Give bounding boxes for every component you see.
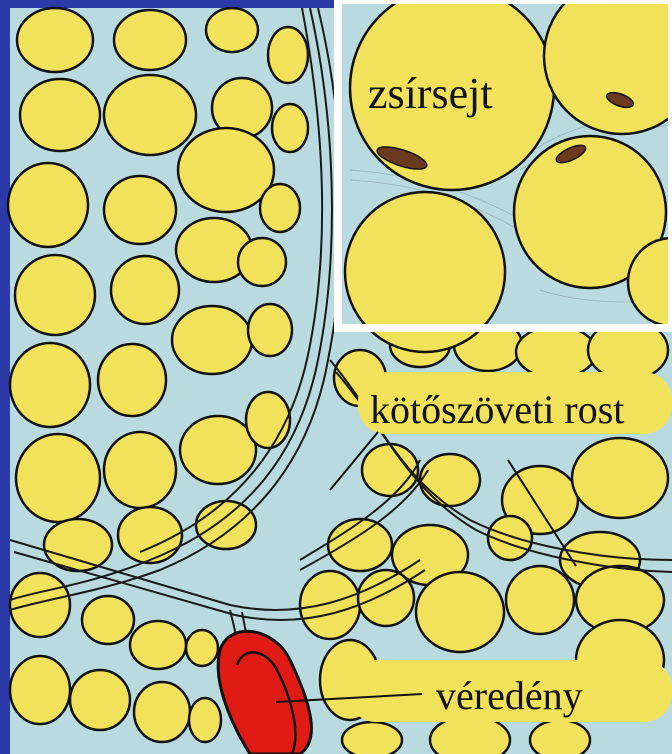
- fat-cell: [10, 343, 90, 427]
- fat-cell: [20, 79, 100, 151]
- fat-cell: [272, 104, 308, 152]
- fat-cell: [134, 682, 190, 742]
- fat-cell: [416, 572, 504, 652]
- fat-cell-label: zsírsejt: [368, 72, 493, 116]
- fat-cell: [118, 507, 182, 563]
- fat-cell: [328, 519, 392, 571]
- fat-cell: [186, 630, 218, 666]
- fat-cell: [516, 326, 596, 378]
- fat-cell: [104, 432, 176, 508]
- fat-cell: [530, 720, 590, 754]
- fat-cell: [15, 255, 95, 335]
- fat-cell: [130, 621, 186, 669]
- fat-cell: [70, 670, 130, 730]
- fat-cell: [172, 306, 252, 374]
- fat-cell: [8, 163, 88, 247]
- fat-cell: [342, 722, 402, 754]
- fat-cell: [178, 128, 274, 212]
- fat-cell: [268, 27, 308, 83]
- fat-cell: [196, 501, 256, 549]
- fat-cell: [104, 75, 196, 155]
- fat-cell: [358, 570, 414, 626]
- fat-cell: [10, 656, 70, 724]
- fat-cell: [189, 698, 221, 742]
- fat-cell: [17, 8, 93, 72]
- fat-cell: [82, 596, 134, 644]
- fat-cell: [104, 176, 176, 244]
- fat-cell: [206, 8, 258, 52]
- fat-cell: [246, 392, 290, 448]
- blood-vessel-label: véredény: [436, 676, 583, 716]
- fat-cell: [300, 571, 360, 639]
- fat-cell: [111, 256, 179, 324]
- fat-cell: [420, 454, 480, 506]
- fat-cell: [98, 344, 166, 416]
- inset-panel: [338, 0, 672, 352]
- fat-cell: [248, 304, 292, 356]
- fat-cell: [260, 184, 300, 232]
- fat-cell: [16, 434, 100, 522]
- fat-cell: [572, 438, 668, 518]
- connective-fiber-label: kötőszöveti rost: [370, 390, 624, 430]
- fat-cell: [10, 573, 70, 637]
- fat-cell: [180, 416, 256, 484]
- fat-cell: [506, 566, 574, 634]
- fat-cell: [238, 238, 286, 286]
- fat-cell: [114, 10, 186, 70]
